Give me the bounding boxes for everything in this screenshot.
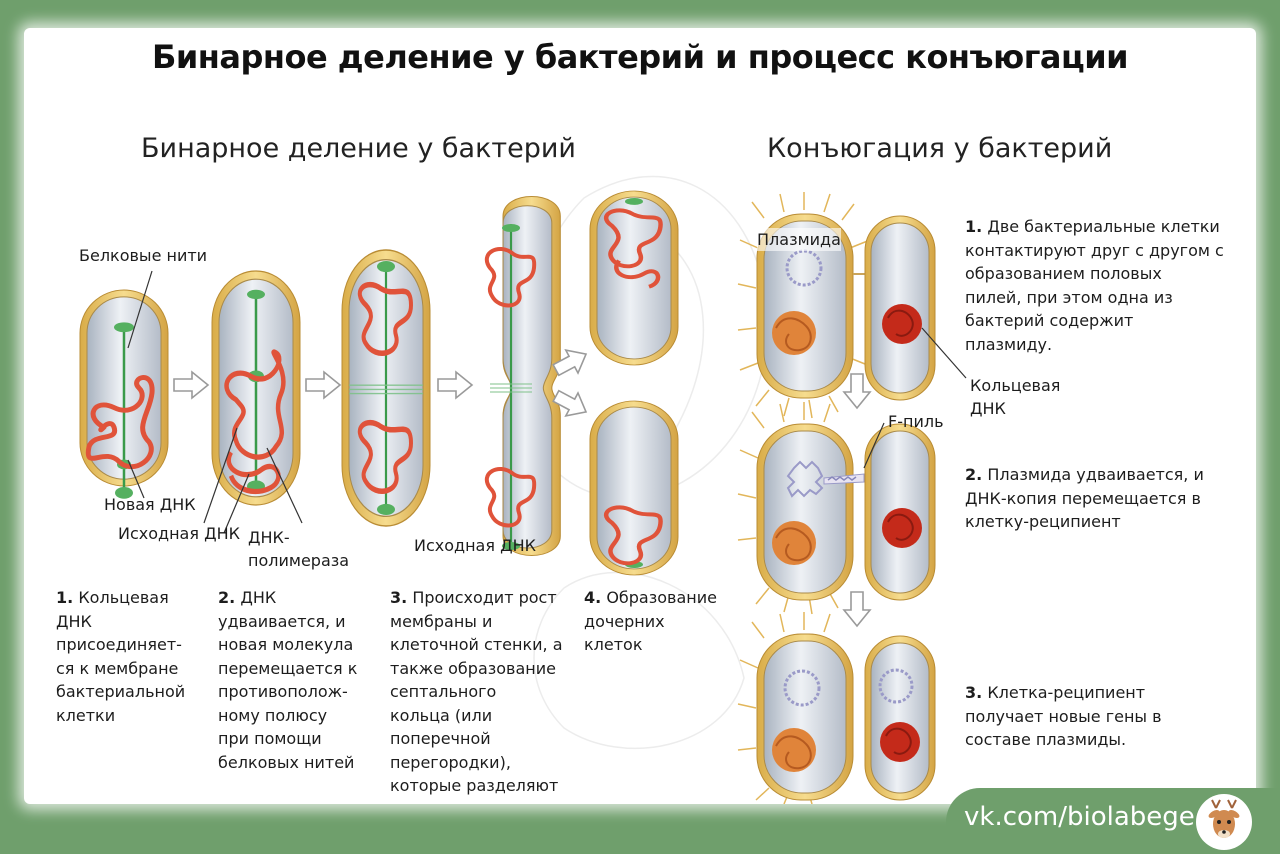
- footer-badge: vk.com/biolabege: [946, 788, 1280, 854]
- step-text: Две бактериальные клетки контактируют др…: [965, 217, 1224, 354]
- label-f-pilus: F-пиль: [888, 412, 944, 431]
- fission-cell-1: [79, 289, 169, 499]
- diagram-panel: Бинарное деление у бактерий и процесс ко…: [24, 28, 1256, 804]
- label-plasmid: Плазмида: [757, 228, 841, 251]
- step-text: ДНК удваивается, и новая молекула переме…: [218, 588, 358, 772]
- step-text: Происходит рост мембраны и клеточной сте…: [390, 588, 563, 804]
- diagram-graphics: [79, 175, 967, 804]
- label-protein-threads: Белковые нити: [79, 246, 208, 265]
- label-new-dna: Новая ДНК: [104, 495, 196, 514]
- arrow-right-2: [305, 371, 341, 399]
- label-original-dna-2: Исходная ДНК: [414, 536, 536, 555]
- label-circular-dna: Кольцевая ДНК: [970, 376, 1061, 418]
- label-dna-polymerase: ДНК- полимераза: [248, 528, 350, 570]
- step-text: Плазмида удваивается, и ДНК-копия переме…: [965, 465, 1204, 531]
- conjugation-stage-2: [737, 402, 936, 615]
- binary-step-3: 3. Происходит рост мембраны и клеточной …: [390, 586, 580, 804]
- fission-cell-2: [211, 270, 301, 506]
- arrow-down-1: [843, 373, 871, 409]
- step-number: 3.: [965, 683, 983, 702]
- conjugation-step-1: 1. Две бактериальные клетки контактируют…: [965, 215, 1251, 356]
- step-text: Клетка-реципиент получает новые гены в с…: [965, 683, 1162, 749]
- arrow-right-1: [173, 371, 209, 399]
- fission-cell-4: [484, 196, 561, 556]
- label-original-dna: Исходная ДНК: [118, 524, 240, 543]
- daughter-cell-bottom: [589, 400, 679, 576]
- leader-lines: [127, 270, 303, 534]
- binary-step-1: 1. Кольцевая ДНК присоединяет- ся к мемб…: [56, 586, 226, 727]
- step-number: 2.: [218, 588, 236, 607]
- step-number: 2.: [965, 465, 983, 484]
- conjugation-step-2: 2. Плазмида удваивается, и ДНК-копия пер…: [965, 463, 1251, 534]
- arrow-down-2: [843, 591, 871, 627]
- conjugation-stage-1: [737, 192, 967, 419]
- step-text: Образование дочерних клеток: [584, 588, 717, 654]
- binary-step-4: 4. Образование дочерних клеток: [584, 586, 734, 657]
- arrow-right-3: [437, 371, 473, 399]
- step-number: 1.: [56, 588, 74, 607]
- deer-logo-icon: [1196, 794, 1252, 850]
- conjugation-heading: Конъюгация у бактерий: [767, 133, 1113, 164]
- fission-cell-3: [341, 249, 431, 527]
- step-number: 3.: [390, 588, 408, 607]
- step-number: 4.: [584, 588, 602, 607]
- binary-step-2: 2. ДНК удваивается, и новая молекула пер…: [218, 586, 388, 774]
- site-link[interactable]: vk.com/biolabege: [964, 802, 1195, 832]
- step-text: Кольцевая ДНК присоединяет- ся к мембран…: [56, 588, 186, 725]
- binary-fission-heading: Бинарное деление у бактерий: [141, 133, 576, 164]
- conjugation-step-3: 3. Клетка-реципиент получает новые гены …: [965, 681, 1251, 752]
- page-title: Бинарное деление у бактерий и процесс ко…: [151, 38, 1129, 76]
- step-number: 1.: [965, 217, 983, 236]
- daughter-cell-top: [589, 190, 679, 366]
- conjugation-stage-3: [737, 612, 936, 804]
